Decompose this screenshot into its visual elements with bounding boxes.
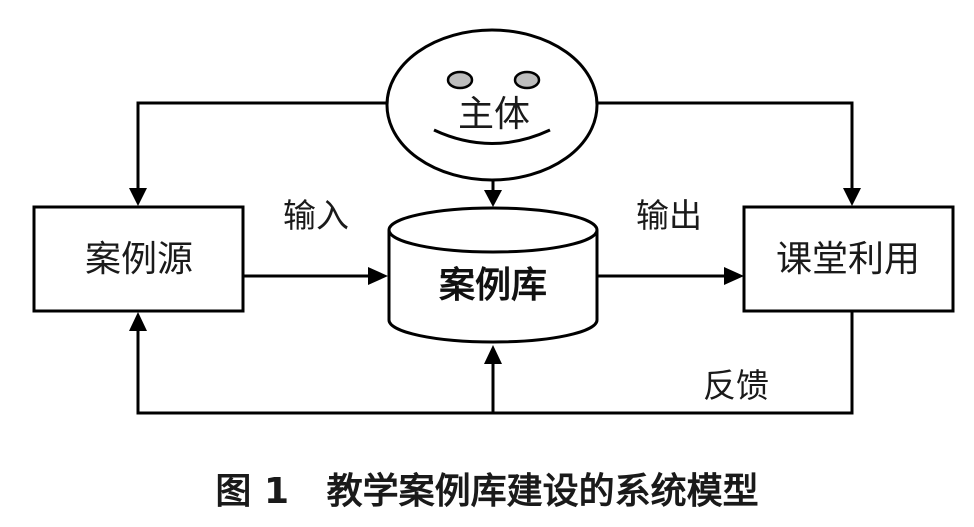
subject-arrows [129, 101, 861, 207]
output-edge: 输出 [597, 196, 744, 285]
case-library-node: 案例库 [387, 206, 599, 344]
subject-label: 主体 [458, 94, 530, 135]
input-arrowhead [368, 267, 388, 285]
case-library-cylinder-top [387, 206, 599, 254]
input-label: 输入 [283, 196, 349, 235]
case-source-box [32, 205, 245, 313]
subject-to-source-arrowhead [129, 188, 147, 206]
feedback-label: 反馈 [703, 366, 769, 405]
feedback-to-source-arrowhead [129, 312, 147, 331]
classroom-use-node: 课堂利用 [742, 205, 955, 313]
input-edge: 输入 [243, 196, 388, 285]
classroom-use-box [742, 205, 955, 313]
feedback-to-library-arrowhead [484, 345, 502, 364]
classroom-use-label: 课堂利用 [776, 239, 920, 280]
subject-to-library-arrowhead [484, 190, 502, 207]
subject-to-classroom-arrowhead [843, 188, 861, 206]
case-source-node: 案例源 [32, 205, 245, 313]
subject-node: 主体 [385, 28, 599, 182]
case-library-label: 案例库 [439, 265, 547, 306]
case-library-cylinder-body [387, 230, 599, 344]
left-eye-icon [446, 70, 474, 90]
figure-caption: 图 1 教学案例库建设的系统模型 [215, 470, 758, 512]
subject-to-source-line [136, 101, 388, 190]
subject-to-classroom-line [596, 101, 854, 190]
feedback-edge: 反馈 [129, 311, 854, 415]
case-source-label: 案例源 [85, 239, 193, 280]
output-arrowhead [724, 267, 744, 285]
feedback-line [136, 311, 854, 415]
output-label: 输出 [636, 196, 702, 235]
right-eye-icon [513, 70, 541, 90]
smile-icon [433, 128, 551, 145]
